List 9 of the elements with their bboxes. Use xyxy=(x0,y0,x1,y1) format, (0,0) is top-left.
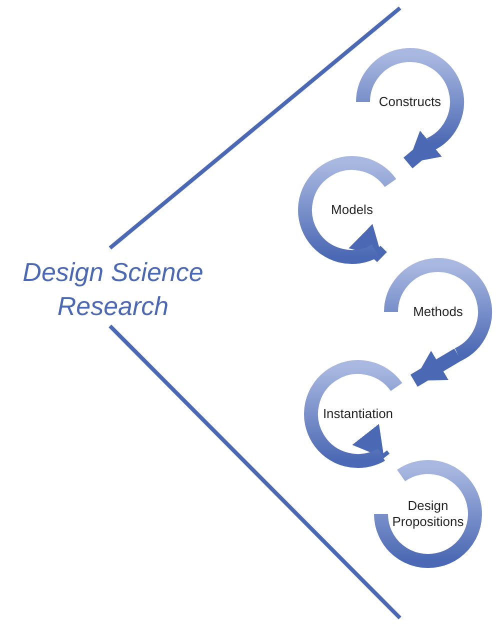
node-label: Models xyxy=(331,202,373,218)
arrow xyxy=(348,224,387,262)
arrow xyxy=(404,130,442,168)
node-label: Constructs xyxy=(378,94,442,110)
diagram-title: Design Science Research xyxy=(22,256,204,323)
node-label: Methods xyxy=(413,304,463,320)
arrow xyxy=(410,348,462,387)
node-label: Instantiation xyxy=(322,406,394,422)
node-label: Design Propositions xyxy=(391,498,465,530)
